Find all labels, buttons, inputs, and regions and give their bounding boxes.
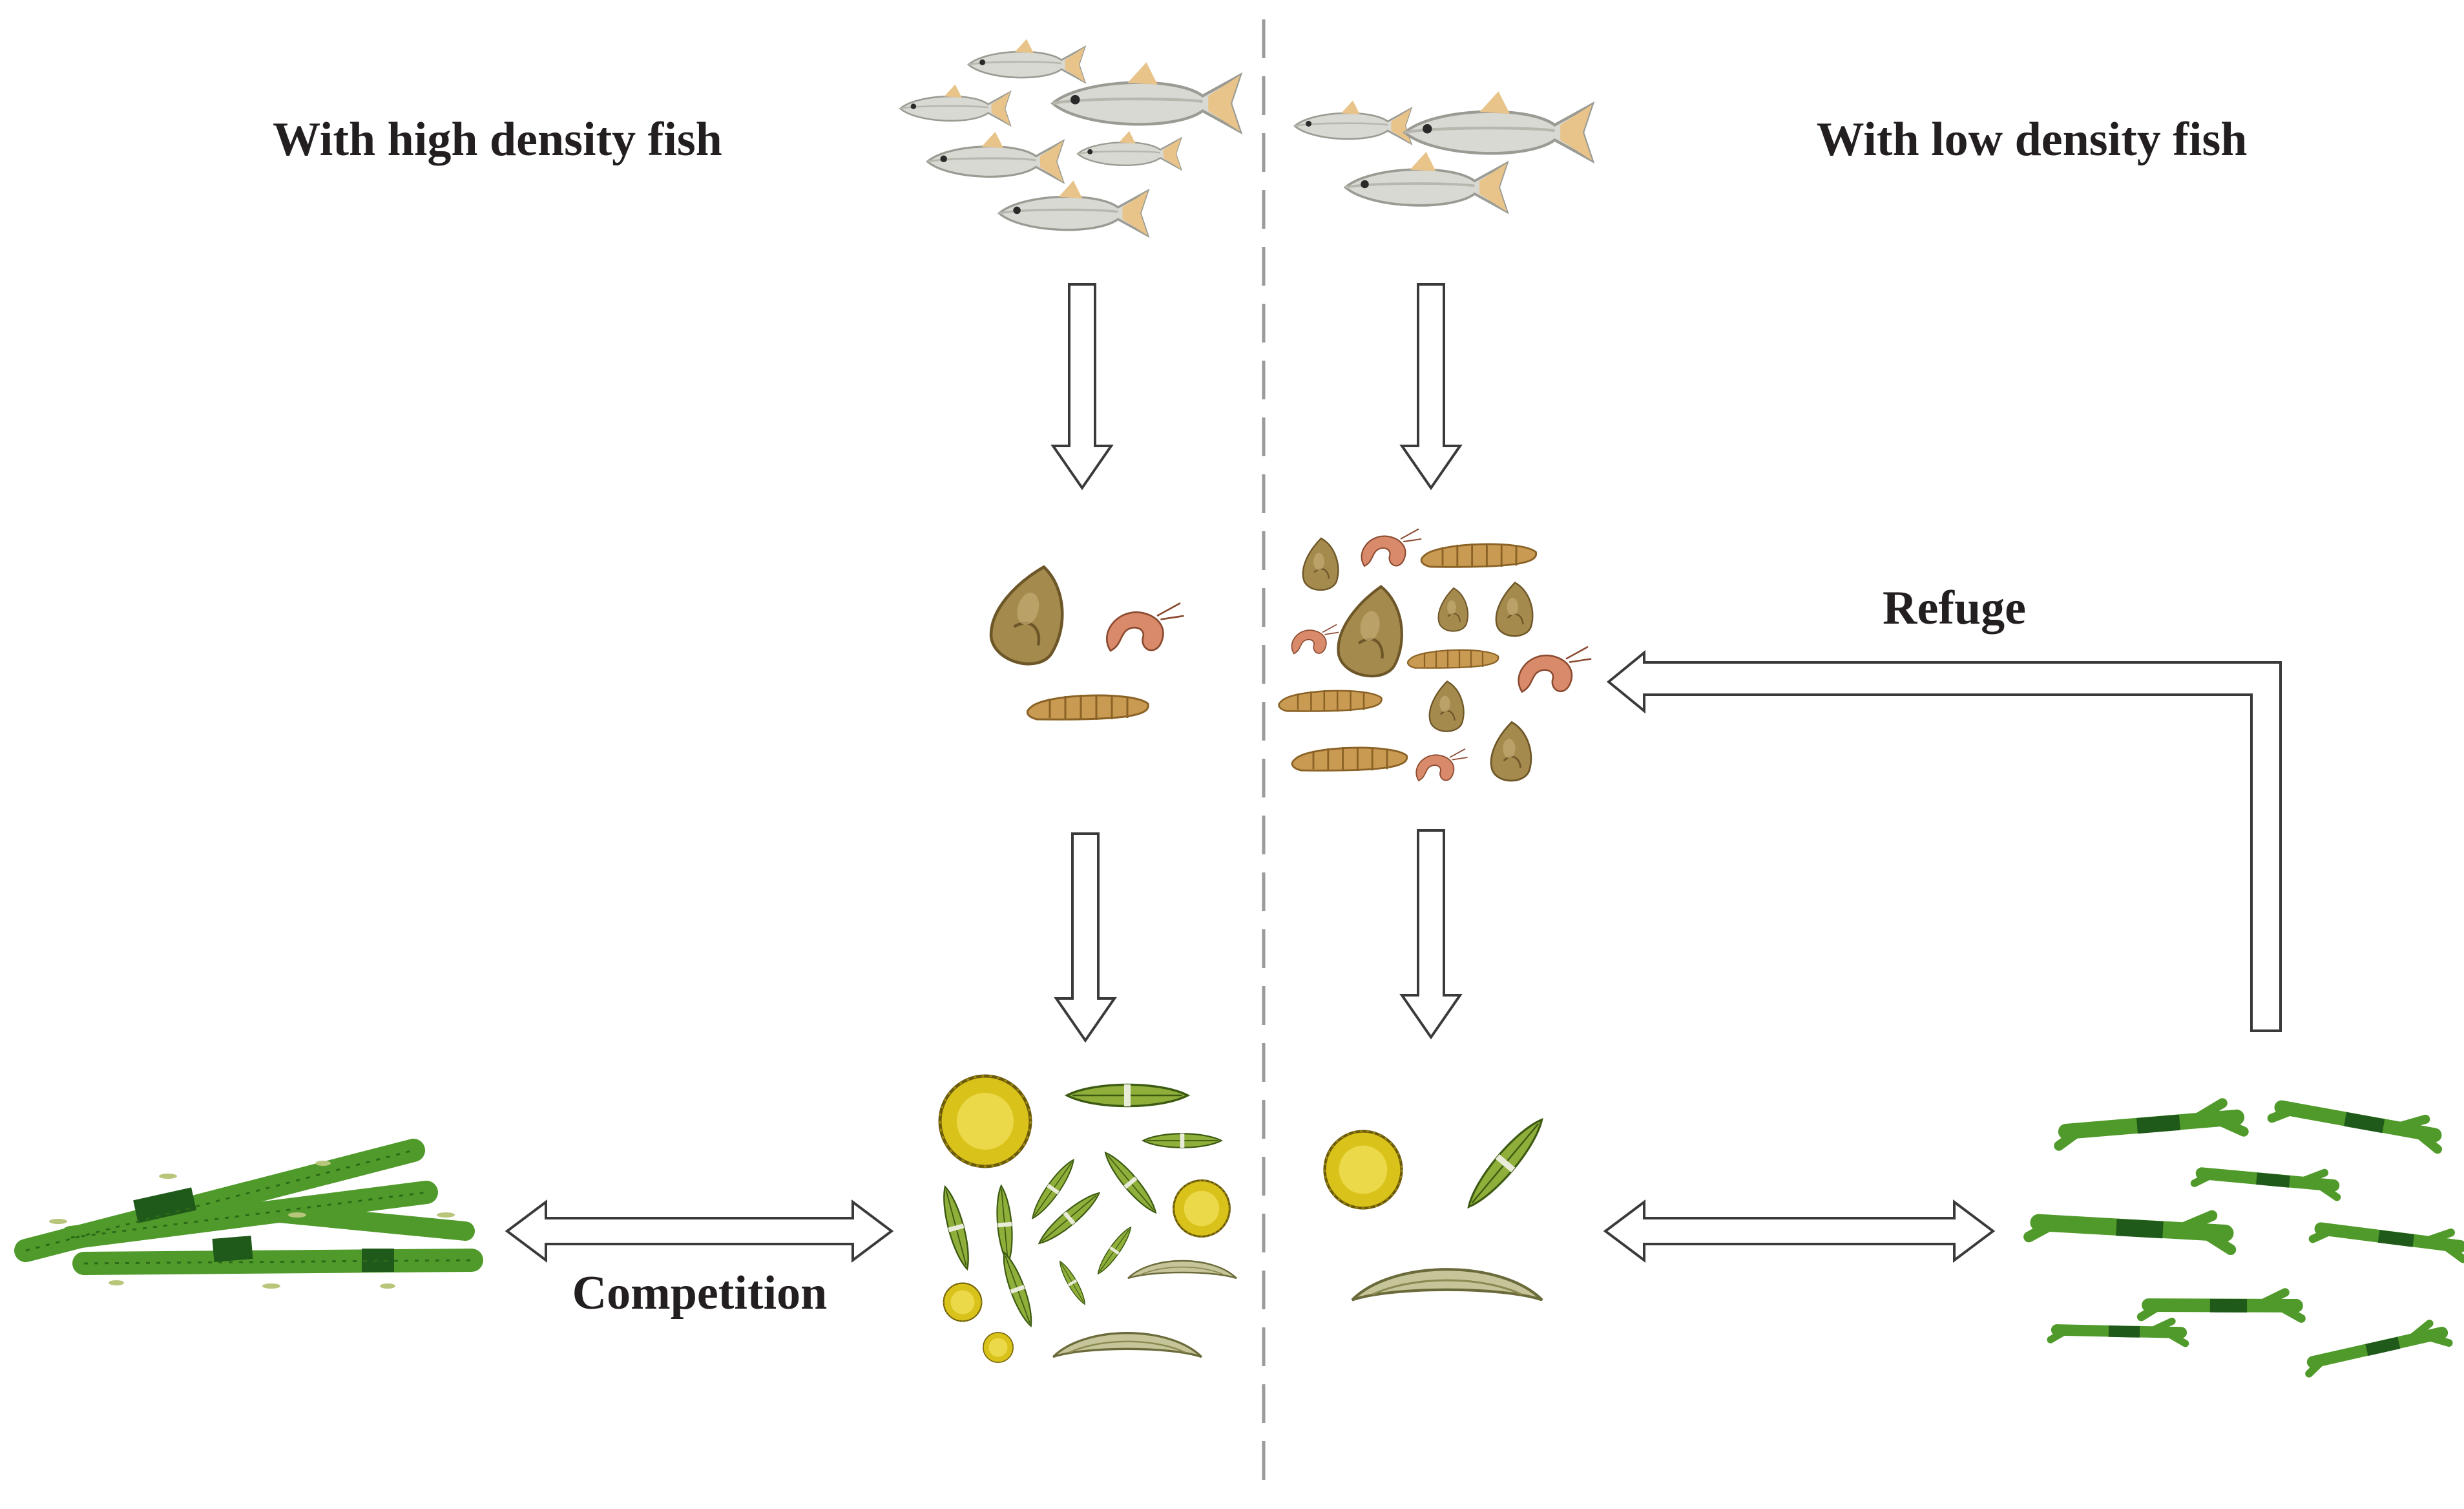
larva-icon <box>1406 648 1499 670</box>
pennate-diatom-icon <box>937 1183 976 1272</box>
shrimp-icon <box>1291 624 1340 655</box>
crescent-diatom-icon <box>1052 1332 1203 1358</box>
larva-icon <box>1026 693 1149 721</box>
filamentous-algae-icon <box>2051 1309 2187 1353</box>
pennate-diatom-icon <box>1055 1258 1090 1307</box>
fish-school-high-density <box>899 38 1240 237</box>
filamentous-algae-icon <box>2272 1081 2445 1161</box>
competition-arrow-left <box>505 1199 894 1263</box>
filamentous-algae-icon <box>2304 1321 2450 1373</box>
crescent-diatom-icon <box>1352 1269 1542 1300</box>
arrow-invertebrates-to-diatoms-left <box>1054 832 1117 1043</box>
fish-icon <box>967 38 1086 83</box>
larva-icon <box>1420 542 1538 569</box>
fish-icon <box>997 179 1149 237</box>
arrow-fish-to-invertebrates-left <box>1050 283 1114 491</box>
crescent-diatom-icon <box>1127 1260 1238 1280</box>
shrimp-icon <box>1105 602 1185 652</box>
right-heading: With low density fish <box>1817 113 2248 166</box>
pennate-diatom-icon <box>996 1249 1039 1329</box>
filamentous-algae-sparse <box>2029 1081 2464 1373</box>
fish-icon <box>899 83 1011 126</box>
centric-diatom-icon <box>1173 1179 1231 1238</box>
filamentous-algae-icon <box>2313 1205 2464 1270</box>
pennate-diatom-icon <box>1065 1083 1189 1108</box>
snail-icon <box>1495 582 1534 637</box>
left-heading: With high density fish <box>273 113 722 166</box>
snail-icon <box>1302 537 1339 591</box>
snail-icon <box>1437 587 1468 632</box>
centric-diatom-icon <box>940 1076 1030 1166</box>
fish-icon <box>1076 130 1182 171</box>
larva-icon <box>1278 689 1383 713</box>
shrimp-icon <box>1361 528 1423 567</box>
fish-school-low-density <box>1293 91 1592 213</box>
snail-icon <box>1490 721 1532 782</box>
refuge-arrow <box>1606 649 2282 1032</box>
filamentous-algae-icon <box>2195 1151 2341 1208</box>
fish-icon <box>926 131 1065 184</box>
competition-arrow-right <box>1603 1199 1996 1263</box>
snail-icon <box>1428 681 1465 732</box>
diatoms-low-abundance <box>1325 1112 1551 1300</box>
arrow-fish-to-invertebrates-right <box>1399 283 1463 491</box>
diatoms-high-abundance <box>937 1076 1238 1363</box>
fish-icon <box>1344 151 1509 213</box>
snail-icon <box>985 558 1076 671</box>
snail-icon <box>1334 581 1410 681</box>
invertebrates-high-abundance <box>1278 528 1592 782</box>
pennate-diatom-icon <box>1459 1112 1551 1215</box>
centric-diatom-icon <box>1325 1132 1402 1208</box>
competition-label: Competition <box>572 1267 828 1320</box>
shrimp-icon <box>1518 646 1592 693</box>
pennate-diatom-icon <box>1093 1223 1136 1278</box>
pennate-diatom-icon <box>1099 1147 1162 1218</box>
fish-icon <box>1293 100 1412 145</box>
filamentous-algae-icon <box>2029 1191 2235 1265</box>
shrimp-icon <box>1415 748 1468 781</box>
refuge-label: Refuge <box>1883 582 2026 635</box>
fish-icon <box>1405 91 1592 160</box>
arrow-invertebrates-to-diatoms-right <box>1399 829 1463 1040</box>
centric-diatom-icon <box>943 1282 983 1322</box>
pennate-diatom-icon <box>1142 1132 1222 1149</box>
filamentous-algae-mat <box>14 1139 483 1289</box>
filamentous-algae-icon <box>2059 1103 2244 1146</box>
invertebrates-low-abundance <box>985 558 1185 721</box>
larva-icon <box>1291 746 1408 772</box>
centric-diatom-icon <box>983 1332 1014 1363</box>
